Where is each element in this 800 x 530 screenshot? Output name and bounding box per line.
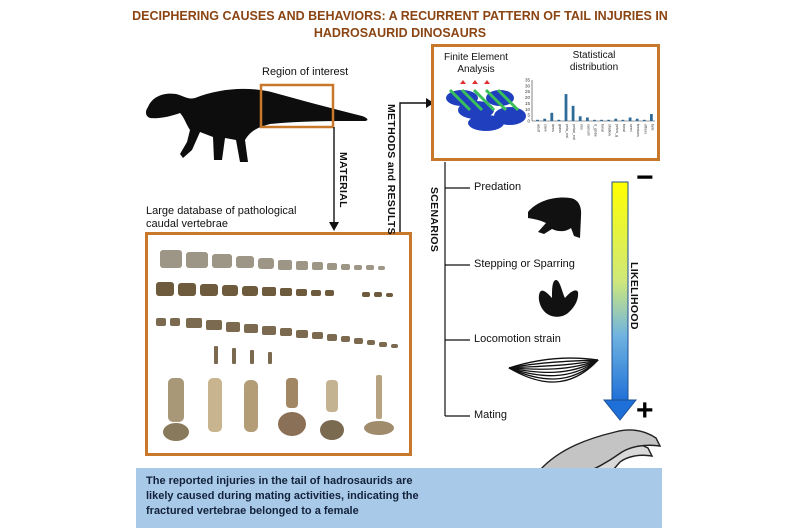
statistical-chart-bars	[536, 94, 653, 121]
chart-bar	[642, 119, 646, 121]
predator-head-icon	[528, 197, 582, 238]
likelihood-label: LIKELIHOOD	[628, 262, 640, 330]
chart-bar	[614, 118, 618, 121]
region-of-interest-label: Region of interest	[262, 66, 349, 78]
finite-element-title-line-2: Analysis	[457, 64, 495, 75]
conclusion-box	[136, 468, 662, 528]
conclusion-text: The reported injuries in the tail of had…	[146, 474, 476, 519]
chart-xtick-label: others	[643, 124, 647, 134]
chart-ytick-label: 0	[527, 119, 530, 124]
vertebrae-row-4	[163, 375, 394, 441]
finite-element-title: Finite Element Analysis	[438, 52, 514, 76]
vertebrae-rows	[156, 250, 398, 441]
chart-bar	[557, 119, 561, 121]
chart-xtick-label: pelad_crd	[572, 124, 576, 140]
conclusion-line-1: The reported injuries in the tail of had…	[146, 475, 413, 487]
chart-bar	[650, 114, 653, 121]
scenario-predation: Predation	[474, 181, 522, 193]
statistical-title-line-2: distribution	[569, 62, 619, 73]
chart-bar	[543, 118, 547, 121]
chart-xtick-label: semi	[629, 124, 633, 132]
title-line-2: HADROSAURID DINOSAURS	[313, 26, 487, 40]
vertebrae-database-panel	[145, 232, 412, 456]
chart-ytick-label: 10	[525, 107, 531, 112]
chart-bar	[621, 119, 625, 121]
hadrosaur-silhouette-icon	[145, 88, 368, 162]
chart-bar	[628, 117, 632, 121]
chart-xtick-label: ribs	[579, 124, 583, 130]
chart-bar	[571, 105, 575, 121]
chart-xtick-label: tonal	[622, 124, 626, 132]
chart-bar	[550, 112, 554, 121]
chart-ytick-label: 20	[525, 95, 531, 100]
chart-xtick-label: pela_crd	[565, 124, 569, 138]
finite-element-title-line-1: Finite Element	[444, 52, 508, 63]
chart-ytick-label: 25	[525, 89, 531, 94]
conclusion-line-2: likely caused during mating activities, …	[146, 490, 419, 502]
likelihood-plus-sign: +	[636, 394, 654, 427]
chart-xtick-label: d_globe	[594, 124, 598, 137]
footprint-icon	[538, 280, 579, 317]
chart-bar	[536, 119, 539, 121]
likelihood-gradient-bar	[611, 181, 629, 403]
methods-results-panel	[431, 44, 660, 161]
chart-bar	[607, 119, 611, 121]
chart-ytick-label: 30	[525, 83, 531, 88]
chart-xtick-label: pelvis_g	[615, 124, 619, 137]
vertebrae-row-1	[160, 250, 385, 270]
chart-xtick-label: sacrum	[586, 124, 590, 136]
database-label-line-2: caudal vertebrae	[146, 218, 228, 230]
chart-bar	[600, 119, 603, 121]
chart-bar	[586, 117, 589, 121]
chart-ytick-label: 5	[527, 113, 530, 118]
conclusion-line-3: fractured vertebrae belonged to a female	[146, 505, 359, 517]
chart-xtick-label: tendons	[636, 124, 640, 137]
scenario-stepping-sparring: Stepping or Sparring	[474, 258, 575, 270]
region-of-interest-box	[259, 83, 335, 129]
title-line-1: DECIPHERING CAUSES AND BEHAVIORS: A RECU…	[132, 9, 668, 23]
material-label: MATERIAL	[337, 152, 349, 208]
vertebrae-row-3	[156, 318, 398, 364]
database-label-line-1: Large database of pathological	[146, 205, 297, 217]
scenario-mating: Mating	[474, 409, 508, 421]
chart-xtick-label: adult	[537, 124, 541, 132]
chart-ytick-label: 35	[525, 78, 531, 83]
scenarios-label: SCENARIOS	[428, 187, 440, 253]
muscle-strain-icon	[508, 357, 599, 383]
scenario-locomotion-strain: Locomotion strain	[474, 333, 561, 345]
chart-xtick-label: grass	[558, 124, 562, 133]
chart-xtick-label: dens	[551, 124, 555, 132]
chart-bar	[593, 119, 596, 121]
material-arrow-head	[329, 222, 339, 231]
statistical-title: Statistical distribution	[556, 50, 632, 74]
chart-xtick-label: tails	[650, 124, 654, 131]
scenarios-bracket	[444, 162, 470, 417]
methods-results-label: METHODS and RESULTS	[385, 104, 397, 235]
database-label: Large database of pathological caudal ve…	[146, 205, 296, 231]
methods-arrow-head	[426, 98, 434, 108]
chart-ytick-label: 15	[525, 101, 531, 106]
methods-arrow-line	[399, 102, 426, 234]
chart-bar	[564, 94, 568, 121]
page-title: DECIPHERING CAUSES AND BEHAVIORS: A RECU…	[0, 8, 800, 42]
chart-xtick-label: tonal	[601, 124, 605, 132]
vertebrae-row-2	[156, 282, 393, 297]
chart-xtick-label: cave	[544, 124, 548, 132]
chart-bar	[635, 118, 639, 121]
likelihood-arrow-head	[602, 399, 638, 421]
chart-xtick-label: shallow	[608, 124, 612, 136]
likelihood-minus-sign: −	[636, 161, 654, 194]
finite-element-mesh	[446, 80, 526, 131]
statistical-title-line-1: Statistical	[572, 50, 616, 61]
chart-bar	[578, 116, 582, 121]
